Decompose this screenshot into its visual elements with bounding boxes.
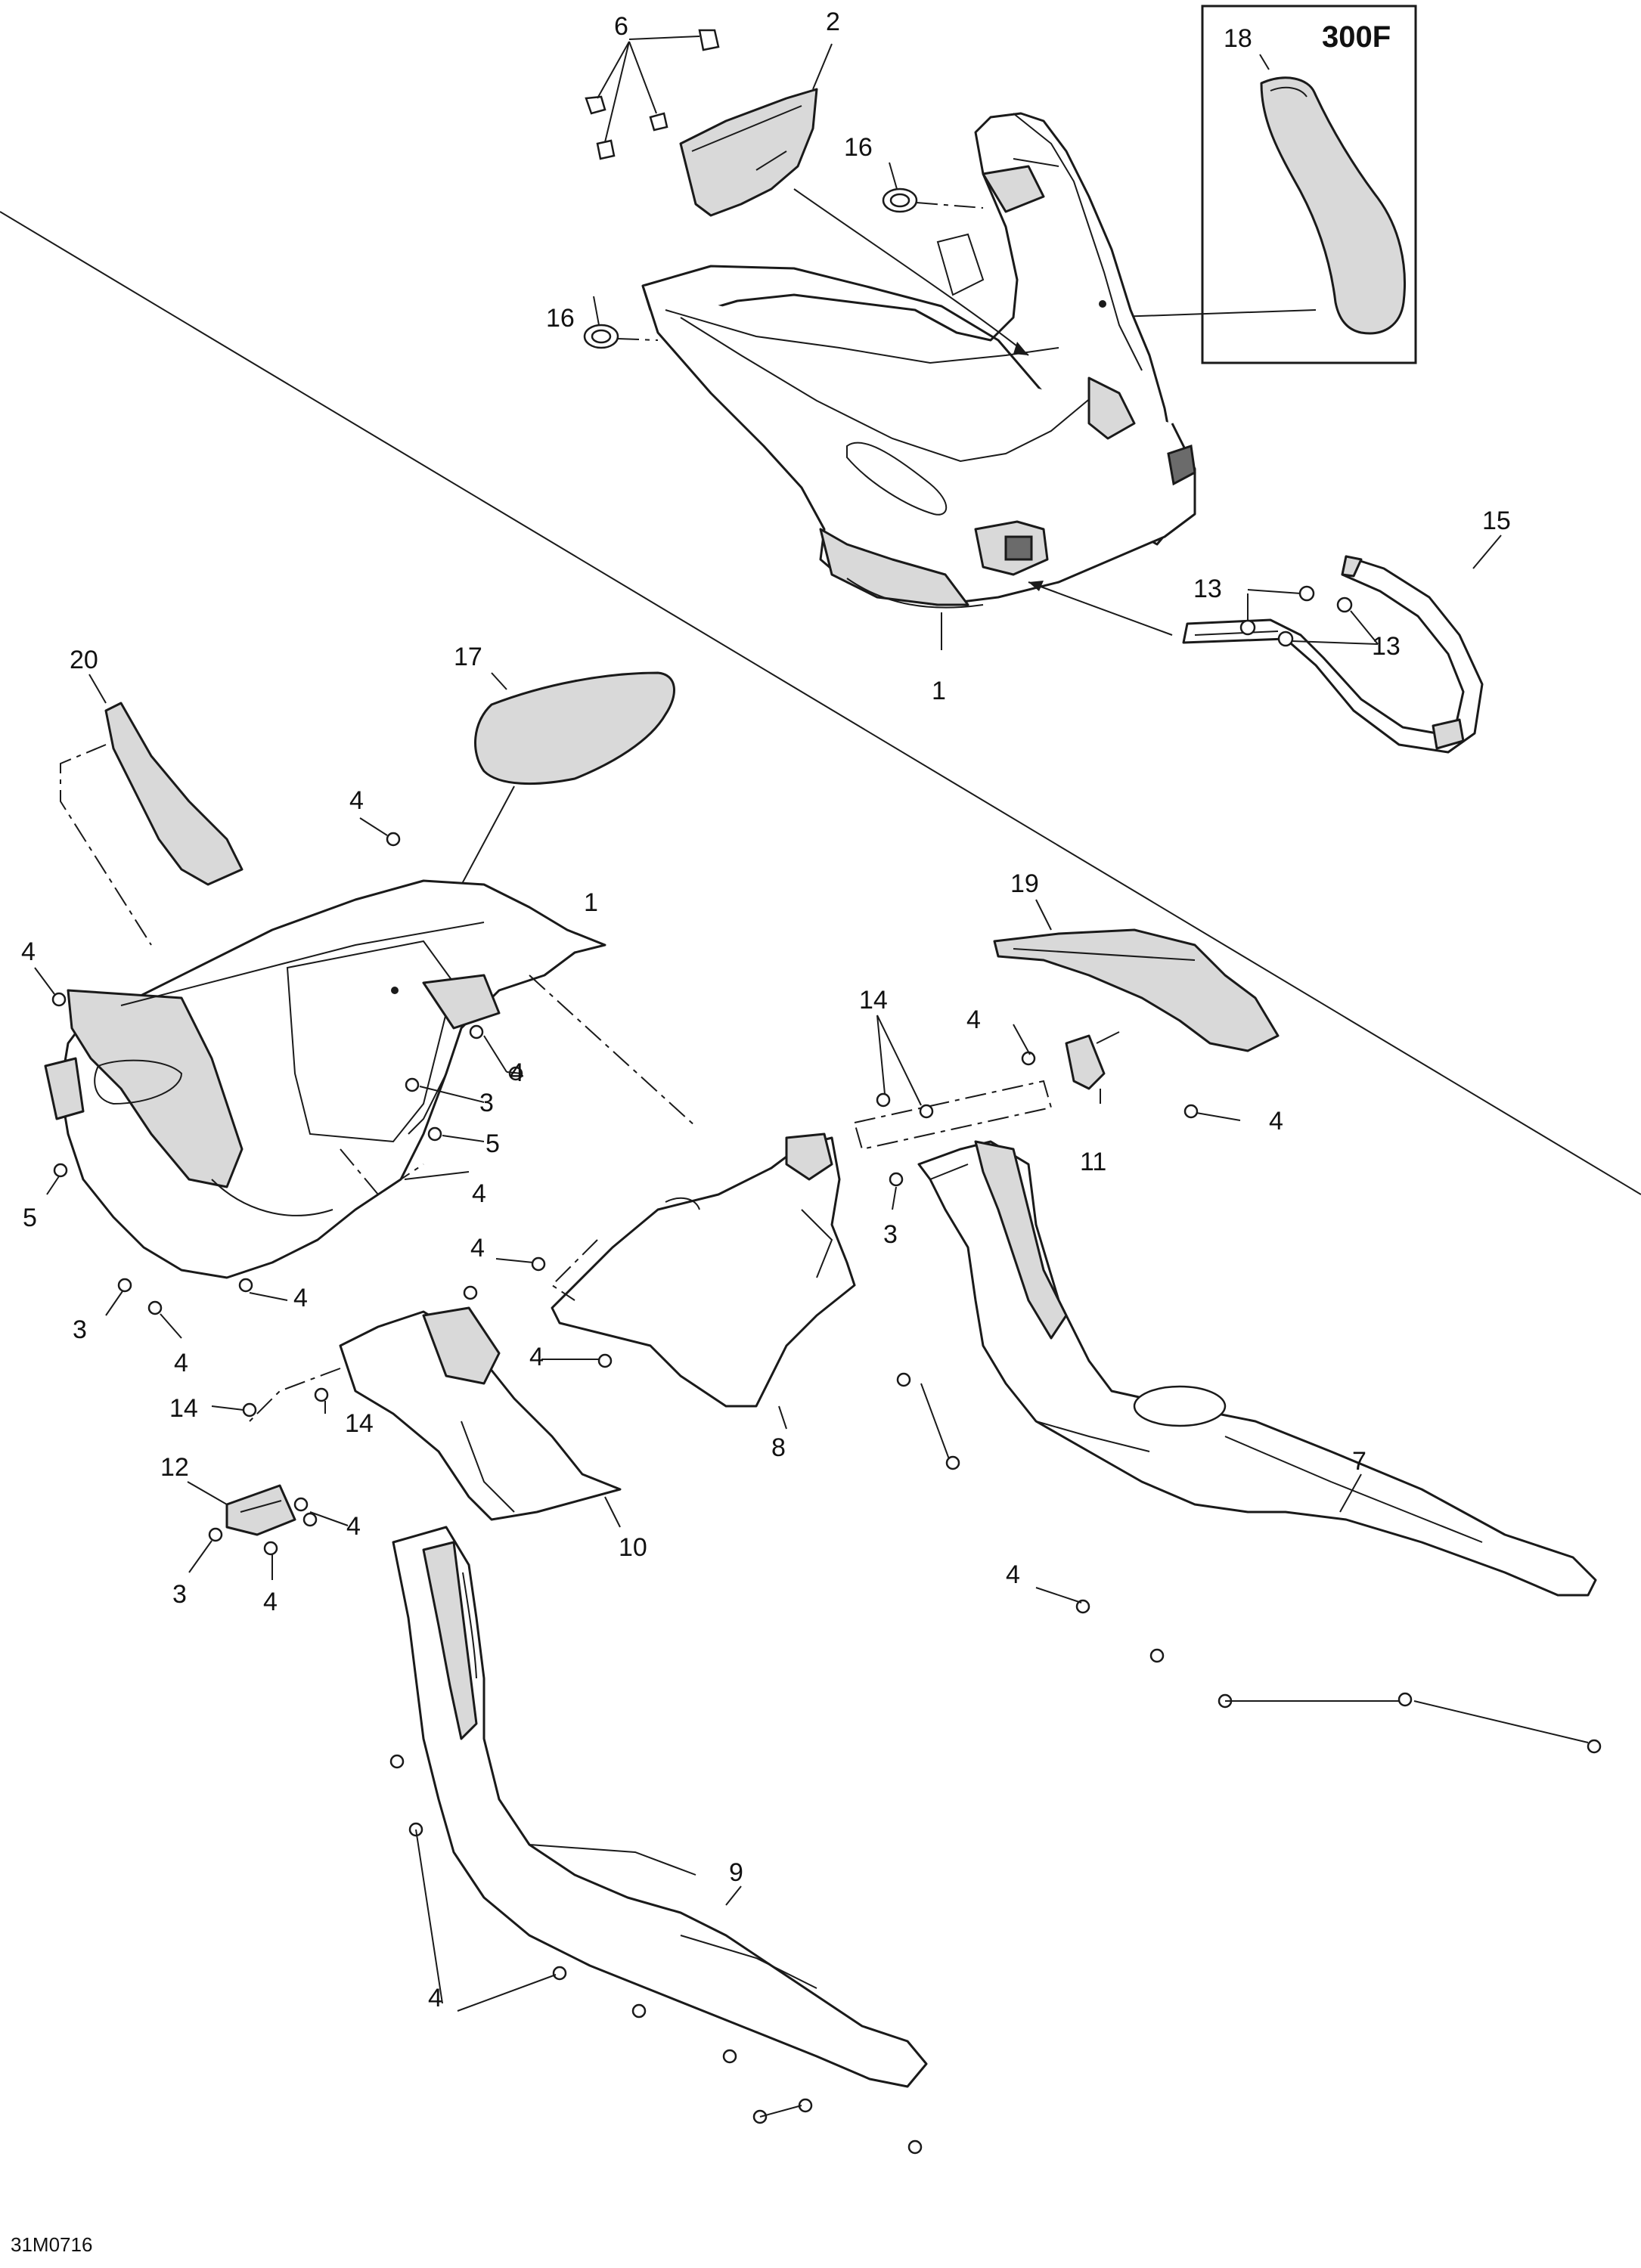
- callout-13b: 13: [1372, 632, 1401, 661]
- callout-9: 9: [729, 1858, 743, 1887]
- callout-8: 8: [771, 1433, 786, 1462]
- callout-4-a: 4: [510, 1058, 524, 1087]
- callout-4-j: 4: [263, 1588, 278, 1616]
- callout-14-l1: 14: [169, 1394, 198, 1423]
- callout-4-f: 4: [1269, 1107, 1283, 1136]
- callout-4-b: 4: [472, 1179, 486, 1208]
- part-8-tray: [551, 1132, 856, 1430]
- part-12-clamp: [187, 1481, 296, 1536]
- callout-18: 18: [1224, 24, 1252, 53]
- part-15-handle: [1182, 534, 1502, 754]
- part-13-screws: [1239, 585, 1379, 647]
- callout-4-g: 4: [470, 1234, 485, 1263]
- fastener-markers: [51, 832, 1602, 2155]
- callout-11: 11: [1080, 1148, 1106, 1176]
- callout-5-left: 5: [23, 1204, 37, 1232]
- callout-14-top: 14: [859, 986, 888, 1015]
- callout-16a: 16: [844, 133, 873, 162]
- callout-20: 20: [70, 646, 98, 674]
- part-2-panel: [679, 43, 833, 217]
- part-7-tunnel-right: [917, 1140, 1597, 1597]
- callout-2: 2: [826, 8, 840, 36]
- part-6-clips: [585, 29, 720, 160]
- callout-3-left: 3: [73, 1315, 87, 1344]
- callout-4-upper: 4: [349, 786, 364, 815]
- part-18-pad: [1260, 76, 1406, 335]
- callout-labels: 6 2 16 16 18 1 15 13 13 20 17 4 1 4 4 3 …: [11, 8, 1511, 2256]
- separator-line: [0, 211, 1641, 1195]
- callout-13a: 13: [1193, 575, 1222, 603]
- callout-3-right: 3: [883, 1220, 898, 1249]
- leader-lines: [34, 817, 1589, 2118]
- callout-16b: 16: [546, 304, 575, 333]
- part-20-trim: [60, 674, 244, 946]
- callout-5-a: 5: [485, 1129, 500, 1158]
- callout-7: 7: [1352, 1447, 1366, 1476]
- callout-19: 19: [1010, 869, 1039, 898]
- inset-tag: 300F: [1322, 20, 1391, 54]
- drawing-number: 31M0716: [11, 2233, 92, 2256]
- part-9-tunnel-left: [392, 1526, 928, 2088]
- callout-1-top: 1: [932, 677, 946, 705]
- callout-1-mid: 1: [584, 888, 598, 917]
- inset-300f: 300F: [1096, 5, 1417, 364]
- part-1-front-cover: [641, 112, 1196, 609]
- callout-15: 15: [1482, 507, 1511, 535]
- callout-4-left: 4: [21, 937, 36, 966]
- callout-4-d: 4: [293, 1284, 308, 1312]
- callout-6: 6: [614, 12, 628, 41]
- part-11-bracket: [1065, 1031, 1120, 1104]
- callout-4-h: 4: [529, 1343, 544, 1371]
- callout-4-i: 4: [346, 1512, 361, 1541]
- callout-14-l2: 14: [345, 1409, 374, 1438]
- callout-4-k: 4: [1006, 1560, 1020, 1589]
- callout-10: 10: [619, 1533, 647, 1562]
- callout-17: 17: [454, 643, 482, 671]
- part-19-trim: [993, 899, 1280, 1052]
- callout-4-c: 4: [174, 1349, 188, 1377]
- part-10-bracket: [249, 1306, 622, 1528]
- part-1-dash-body: [44, 879, 606, 1279]
- callout-4-e: 4: [966, 1005, 981, 1034]
- part-16-grommets: [583, 162, 984, 349]
- callout-4-l: 4: [428, 1984, 442, 2012]
- callout-12: 12: [160, 1453, 189, 1482]
- callout-3-b: 3: [172, 1580, 187, 1609]
- callout-3-a: 3: [479, 1089, 494, 1117]
